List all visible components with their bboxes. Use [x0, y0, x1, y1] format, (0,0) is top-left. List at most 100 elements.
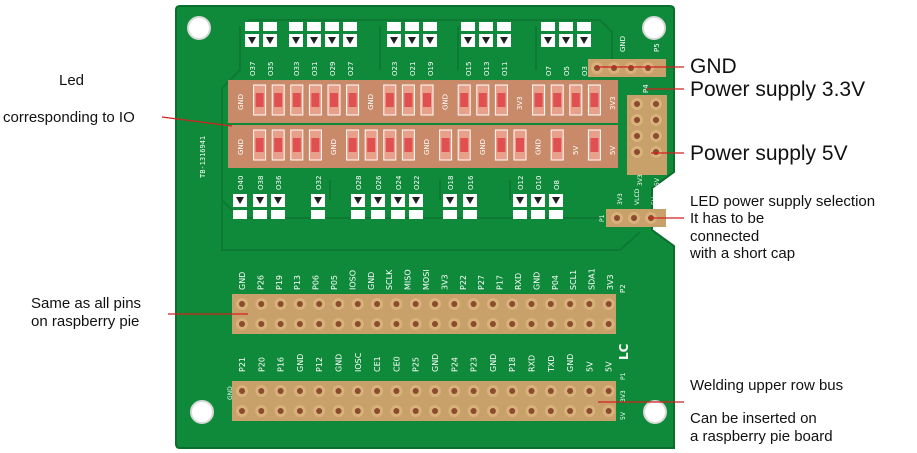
pad-hole	[335, 321, 342, 327]
pad-hole	[614, 215, 620, 221]
top-smd-leds	[245, 22, 591, 47]
led-lamp	[553, 93, 562, 107]
bottom-pin-label: P16	[277, 357, 286, 372]
mount-hole-bottom-right	[643, 400, 667, 424]
smd-resistor	[463, 210, 477, 219]
top-pin-label: P06	[312, 275, 321, 290]
callout-inserted-1: Can be inserted on	[690, 410, 817, 427]
smd-resistor	[409, 210, 423, 219]
pad-hole	[594, 65, 600, 71]
led-lamp	[311, 138, 320, 152]
led-symbol-icon	[412, 197, 420, 204]
pad-hole	[451, 388, 458, 394]
led-symbol-icon	[346, 37, 354, 44]
pad-hole	[528, 301, 535, 307]
led-row-tag: GND	[367, 94, 375, 110]
top-led-label: O31	[311, 62, 319, 76]
callout-led: Led	[59, 72, 85, 89]
led-lamp	[553, 138, 562, 152]
pad-hole	[605, 321, 612, 327]
smd-resistor	[577, 22, 591, 31]
top-led-label: O29	[329, 62, 337, 76]
led-symbol-icon	[292, 37, 300, 44]
top-led-label: O35	[267, 62, 275, 76]
pad-hole	[509, 388, 516, 394]
bottom-pin-label: P18	[508, 357, 517, 372]
mount-hole-top-left	[187, 16, 211, 40]
pad-hole	[296, 408, 303, 414]
bus-pads	[236, 385, 615, 417]
led-lamp	[478, 93, 487, 107]
top-led-label: O27	[347, 62, 355, 76]
p4-5v-label: 5V	[654, 177, 661, 186]
pad-hole	[653, 149, 659, 155]
callout-led-io: corresponding to IO	[3, 109, 135, 126]
top-pin-label: GND	[367, 272, 376, 290]
smd-resistor	[479, 22, 493, 31]
bottom-pin-label: P12	[315, 357, 324, 372]
top-pin-label: SCL1	[569, 270, 578, 290]
bottom-pin-label: P24	[450, 357, 459, 372]
pad-hole	[277, 388, 284, 394]
p2-label: P2	[619, 284, 627, 293]
led-lamp	[460, 93, 469, 107]
pad-hole	[316, 388, 323, 394]
top-pin-label: P04	[551, 275, 560, 290]
pad-hole	[354, 388, 361, 394]
led-symbol-icon	[580, 37, 588, 44]
leader-led	[161, 116, 233, 127]
led-symbol-icon	[374, 197, 382, 204]
pad-hole	[451, 301, 458, 307]
pad-hole	[605, 408, 612, 414]
smd-resistor	[405, 22, 419, 31]
pad-hole	[634, 149, 640, 155]
bottom-led-label: O24	[395, 175, 403, 190]
bottom-pin-label: 5V	[585, 361, 594, 372]
pad-hole	[316, 321, 323, 327]
pad-hole	[634, 133, 640, 139]
callout-led-power-2: It has to be	[690, 210, 765, 227]
selector-3v3-label: 3V3	[617, 193, 624, 205]
pad-hole	[239, 408, 245, 414]
pad-hole	[653, 117, 659, 123]
bottom-pin-label: P25	[412, 357, 421, 372]
led-row-tag: 5V	[609, 146, 617, 155]
bottom-pin-label: GND	[489, 354, 498, 372]
top-pin-label: P13	[293, 275, 302, 290]
pad-hole	[547, 301, 554, 307]
led-symbol-icon	[426, 37, 434, 44]
top-pin-label: P27	[477, 275, 486, 290]
pad-hole	[509, 408, 516, 414]
pad-hole	[489, 301, 496, 307]
led-row-tag: GND	[237, 94, 245, 110]
pad-hole	[412, 301, 419, 307]
bottom-led-label: O10	[535, 176, 543, 190]
bus-header	[232, 381, 616, 421]
pad-hole	[296, 301, 303, 307]
pad-hole	[239, 388, 245, 394]
smd-resistor	[343, 22, 357, 31]
callout-power-3v3: Power supply 3.3V	[690, 78, 866, 101]
callout-same-pins-2: on raspberry pie	[31, 313, 140, 330]
pad-hole	[354, 301, 361, 307]
led-lamp	[348, 138, 357, 152]
led-lamp	[404, 93, 413, 107]
led-row-tag: 5V	[572, 146, 580, 155]
led-lamp	[367, 138, 376, 152]
bus-p1-label: P1	[620, 372, 627, 380]
led-lamp	[441, 138, 450, 152]
pad-hole	[258, 321, 265, 327]
pad-hole	[451, 408, 458, 414]
bottom-smd-leds	[233, 194, 563, 219]
pad-hole	[470, 321, 477, 327]
bus-3v3-label: 3V3	[620, 390, 627, 402]
p4-3v3-label: 3V3	[637, 174, 644, 186]
bottom-pin-label: CE0	[392, 356, 401, 372]
p5-pads	[591, 62, 654, 74]
pad-hole	[586, 321, 593, 327]
p4-pads	[631, 98, 662, 158]
pad-hole	[567, 408, 574, 414]
smd-resistor	[443, 210, 457, 219]
